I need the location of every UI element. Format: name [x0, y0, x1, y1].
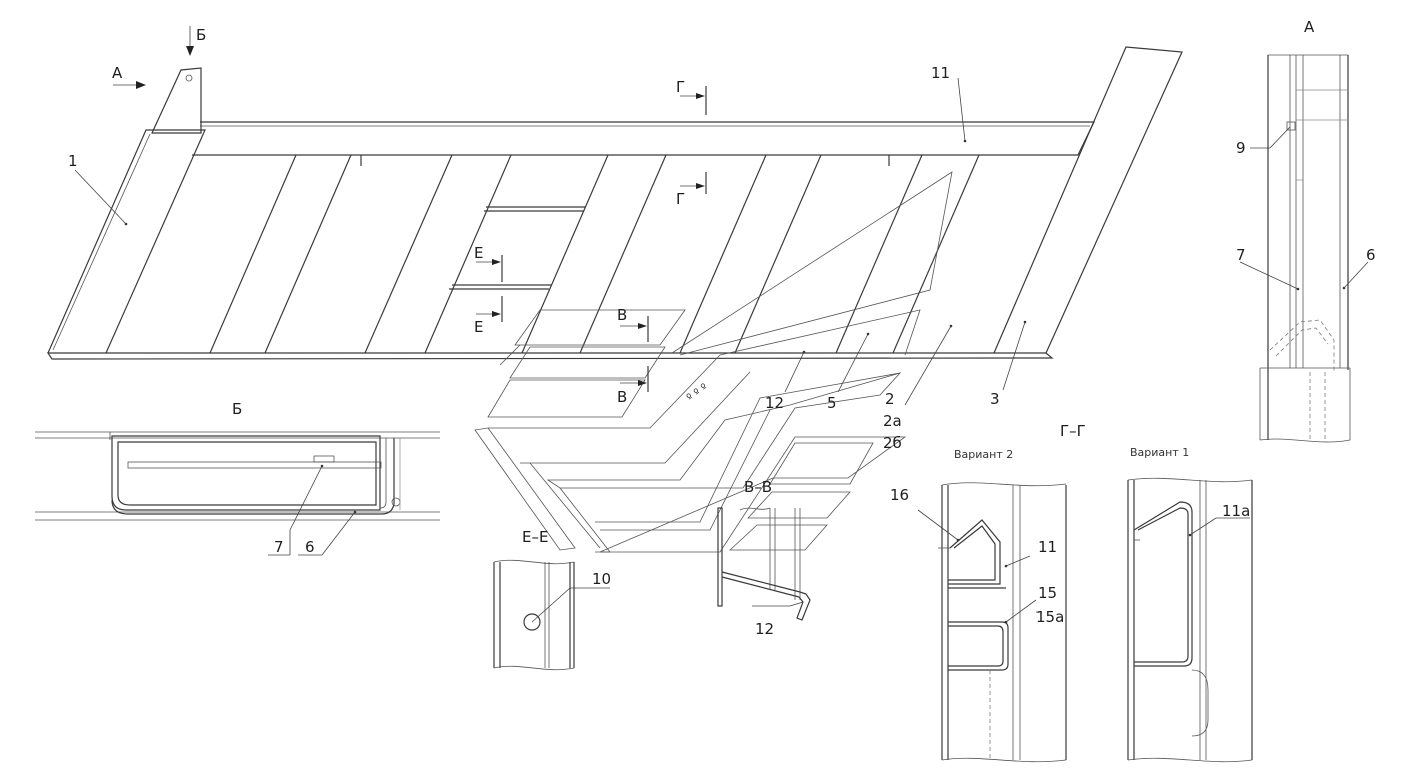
- svg-text:º º º: º º º: [684, 381, 710, 405]
- callout-b-7: 7: [274, 538, 284, 556]
- section-g-g: [917, 477, 1253, 763]
- cut-g-top-letter: Г: [676, 78, 685, 96]
- callout-e-10: 10: [592, 570, 611, 588]
- callout-2b: 2б: [883, 434, 902, 452]
- callout-g-15a: 15а: [1036, 608, 1064, 626]
- view-a: [1239, 54, 1369, 443]
- callout-12: 12: [765, 394, 784, 412]
- cut-mark-e: [476, 255, 503, 322]
- callout-g-15: 15: [1038, 584, 1057, 602]
- arrow-a-letter: А: [112, 64, 123, 82]
- cut-g-bottom-letter: Г: [676, 190, 685, 208]
- main-leaders: [74, 77, 1026, 406]
- callout-b-6: 6: [305, 538, 315, 556]
- view-b-title: Б: [232, 400, 242, 418]
- main-frame: º º º: [46, 46, 1183, 553]
- section-v-v-title: В–В: [744, 478, 772, 496]
- cut-e-bottom-letter: Е: [474, 318, 483, 336]
- callout-a-7: 7: [1236, 246, 1246, 264]
- callout-2: 2: [885, 390, 895, 408]
- cut-mark-g: [680, 86, 707, 194]
- callout-v-12: 12: [755, 620, 774, 638]
- section-e-e: [493, 559, 610, 671]
- view-b: [35, 431, 440, 556]
- callout-2a: 2а: [883, 412, 902, 430]
- cut-e-top-letter: Е: [474, 244, 483, 262]
- callout-5: 5: [827, 394, 837, 412]
- cut-mark-v: [620, 316, 649, 392]
- callout-g-11: 11: [1038, 538, 1057, 556]
- section-g-g-title: Г–Г: [1060, 422, 1086, 440]
- section-e-e-title: Е–Е: [522, 528, 548, 546]
- arrow-b-letter: Б: [196, 26, 206, 44]
- callout-1: 1: [68, 152, 78, 170]
- variant-1-label: Вариант 1: [1130, 446, 1189, 459]
- view-a-title: А: [1304, 18, 1315, 36]
- callout-a-6: 6: [1366, 246, 1376, 264]
- view-arrow-b: [186, 26, 194, 56]
- cut-v-bottom-letter: В: [617, 388, 627, 406]
- callout-g-11a: 11а: [1222, 502, 1250, 520]
- variant-2-label: Вариант 2: [954, 448, 1013, 461]
- callout-11: 11: [931, 64, 950, 82]
- callout-a-9: 9: [1236, 139, 1246, 157]
- callout-3: 3: [990, 390, 1000, 408]
- cut-v-top-letter: В: [617, 306, 627, 324]
- callout-g-16: 16: [890, 486, 909, 504]
- view-arrow-a: [113, 81, 146, 89]
- section-v-v: [717, 507, 811, 621]
